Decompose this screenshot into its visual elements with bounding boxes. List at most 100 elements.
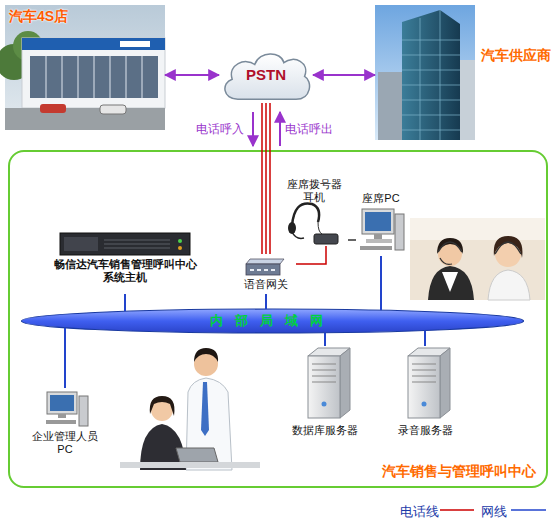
pc-tower [79, 396, 88, 426]
node-label: 录音服务器 [385, 424, 465, 437]
legend-entry: 网线 [481, 502, 507, 521]
monitor [362, 209, 394, 234]
rack-server [60, 233, 190, 255]
headset [292, 203, 319, 226]
status-light [178, 239, 182, 243]
monitor [47, 392, 77, 414]
connector-line [424, 331, 426, 346]
shop-building [22, 38, 165, 108]
recording-server: 录音服务器 [385, 346, 465, 446]
car [40, 104, 66, 113]
power-light [422, 402, 427, 407]
dialer-cable [348, 240, 356, 241]
laptop [176, 448, 218, 462]
system-host: 畅信达汽车销售管理呼叫中心系统主机 [50, 228, 200, 294]
legend-text: 网线 [481, 504, 507, 519]
connector-line [165, 74, 219, 76]
drive-bays [412, 364, 436, 382]
call-center-boundary: 汽车销售与管理呼叫中心 畅信达汽车销售管理呼叫中心系统主机语音网关 座席拨号器 耳机… [8, 150, 548, 488]
legend-text: 电话线 [400, 504, 439, 519]
shop-ground [5, 108, 165, 130]
connector-line [313, 74, 375, 76]
node-label: PSTN [219, 66, 313, 84]
agent-headset [495, 242, 521, 254]
tower-grid [402, 10, 460, 140]
phone-link [165, 75, 219, 76]
monitor-base [366, 239, 392, 243]
connector-line [124, 294, 126, 311]
woman-hair [150, 396, 175, 416]
shop-logo [120, 41, 150, 47]
network-line [325, 333, 326, 346]
node-label: 语音网关 [236, 278, 296, 291]
agent-headset [438, 242, 462, 252]
server-front [408, 356, 440, 418]
shop-photo [5, 5, 165, 130]
node-label: 座席PC [356, 192, 406, 205]
node-label: 汽车供应商 [481, 47, 553, 64]
keyboard [46, 420, 76, 424]
node-label: 畅信达汽车销售管理呼叫中心系统主机 [50, 258, 200, 284]
monitor-screen [50, 395, 74, 411]
phone-line [296, 246, 326, 264]
node-label: 数据库服务器 [285, 424, 365, 437]
connector-line [380, 256, 382, 310]
connector-line [269, 103, 271, 254]
agent-mic [440, 258, 452, 264]
call-direction-label: 电话呼入 [196, 122, 244, 136]
agent-hair [494, 236, 523, 258]
network-line [65, 328, 66, 388]
photo-wall [410, 218, 545, 240]
connector-line [265, 103, 267, 254]
drive-bays [104, 240, 170, 248]
connector-line [348, 239, 356, 241]
agent-body [488, 270, 530, 300]
status-light [178, 246, 182, 250]
call-direction-label: 电话呼出 [285, 122, 333, 136]
side-building [378, 72, 402, 140]
agents-photo [410, 218, 545, 300]
lan-band: 内部局域网 [20, 308, 525, 334]
network-line-sample [511, 509, 546, 511]
database-server: 数据库服务器 [285, 346, 365, 446]
server-side [340, 348, 350, 418]
server-bezel [64, 237, 98, 251]
network-line [266, 294, 267, 309]
connector-line [296, 246, 326, 264]
legend-entry: 电话线 [400, 502, 439, 521]
monitor-screen [365, 212, 391, 231]
node-label: 内部局域网 [20, 313, 525, 329]
network-line [125, 294, 126, 311]
supplier-photo [375, 5, 475, 140]
keyboard [360, 246, 392, 250]
node-label: 座席拨号器 耳机 [280, 178, 348, 204]
node-label: 汽车销售与管理呼叫中心 [382, 463, 536, 480]
monitor-stand [58, 414, 66, 418]
shop-glass [30, 56, 158, 98]
monitor-stand [374, 234, 382, 239]
desk [120, 462, 260, 468]
call-out-arrow [279, 112, 281, 146]
gateway-top [246, 259, 284, 264]
agent-hair [437, 238, 463, 254]
supplier-photo-box: 汽车供应商 [375, 5, 553, 145]
agent-dialer-headset: 座席拨号器 耳机 [280, 178, 348, 246]
side-building [460, 60, 475, 140]
manager-tie [201, 382, 209, 436]
connector-line [261, 103, 263, 254]
server-front [308, 356, 340, 418]
call-in-arrow [252, 112, 254, 146]
phone-line-sample [440, 509, 474, 511]
voice-gateway: 语音网关 [236, 254, 296, 294]
phone-link [313, 75, 375, 76]
server-side [440, 348, 450, 418]
shop-photo-box: 汽车4S店 [5, 5, 165, 130]
connector-line [324, 333, 326, 346]
shop-sign [22, 38, 165, 50]
network-line [425, 331, 426, 346]
manager-pc: 企业管理人员 PC [25, 388, 105, 460]
connector-line [265, 294, 267, 309]
window-frame [46, 56, 142, 98]
drive-bays [312, 364, 336, 382]
node-label: 企业管理人员 PC [25, 430, 105, 456]
